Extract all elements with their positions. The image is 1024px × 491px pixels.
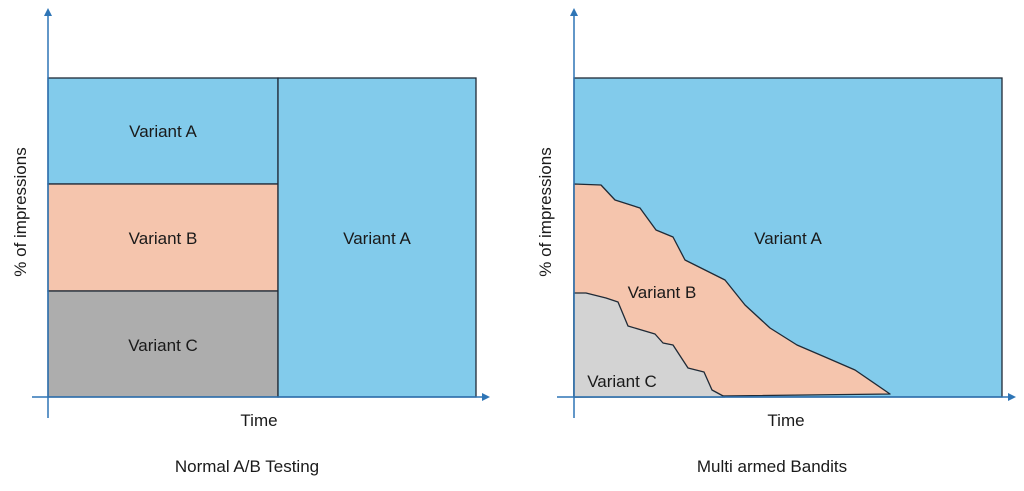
left-caption: Normal A/B Testing bbox=[175, 457, 319, 476]
left-region-variant-a-winner bbox=[277, 77, 477, 398]
left-label-variant-a-winner: Variant A bbox=[343, 229, 411, 248]
right-caption: Multi armed Bandits bbox=[697, 457, 847, 476]
right-x-axis-label: Time bbox=[767, 411, 804, 430]
right-label-variant-a: Variant A bbox=[754, 229, 822, 248]
left-region-variant-a bbox=[47, 77, 279, 185]
left-label-variant-c: Variant C bbox=[128, 336, 198, 355]
left-label-variant-a: Variant A bbox=[129, 122, 197, 141]
right-label-variant-c: Variant C bbox=[587, 372, 657, 391]
left-label-variant-b: Variant B bbox=[129, 229, 198, 248]
left-x-axis-label: Time bbox=[240, 411, 277, 430]
right-label-variant-b: Variant B bbox=[628, 283, 697, 302]
right-y-axis-label: % of impressions bbox=[536, 147, 555, 276]
left-panel: Variant A Variant B Variant C Variant A … bbox=[11, 8, 490, 476]
left-region-variant-b bbox=[47, 183, 279, 292]
left-region-variant-c bbox=[47, 290, 279, 398]
right-panel: Variant A Variant B Variant C % of impre… bbox=[536, 8, 1016, 476]
left-y-axis-label: % of impressions bbox=[11, 147, 30, 276]
right-region-variant-c bbox=[573, 292, 726, 398]
